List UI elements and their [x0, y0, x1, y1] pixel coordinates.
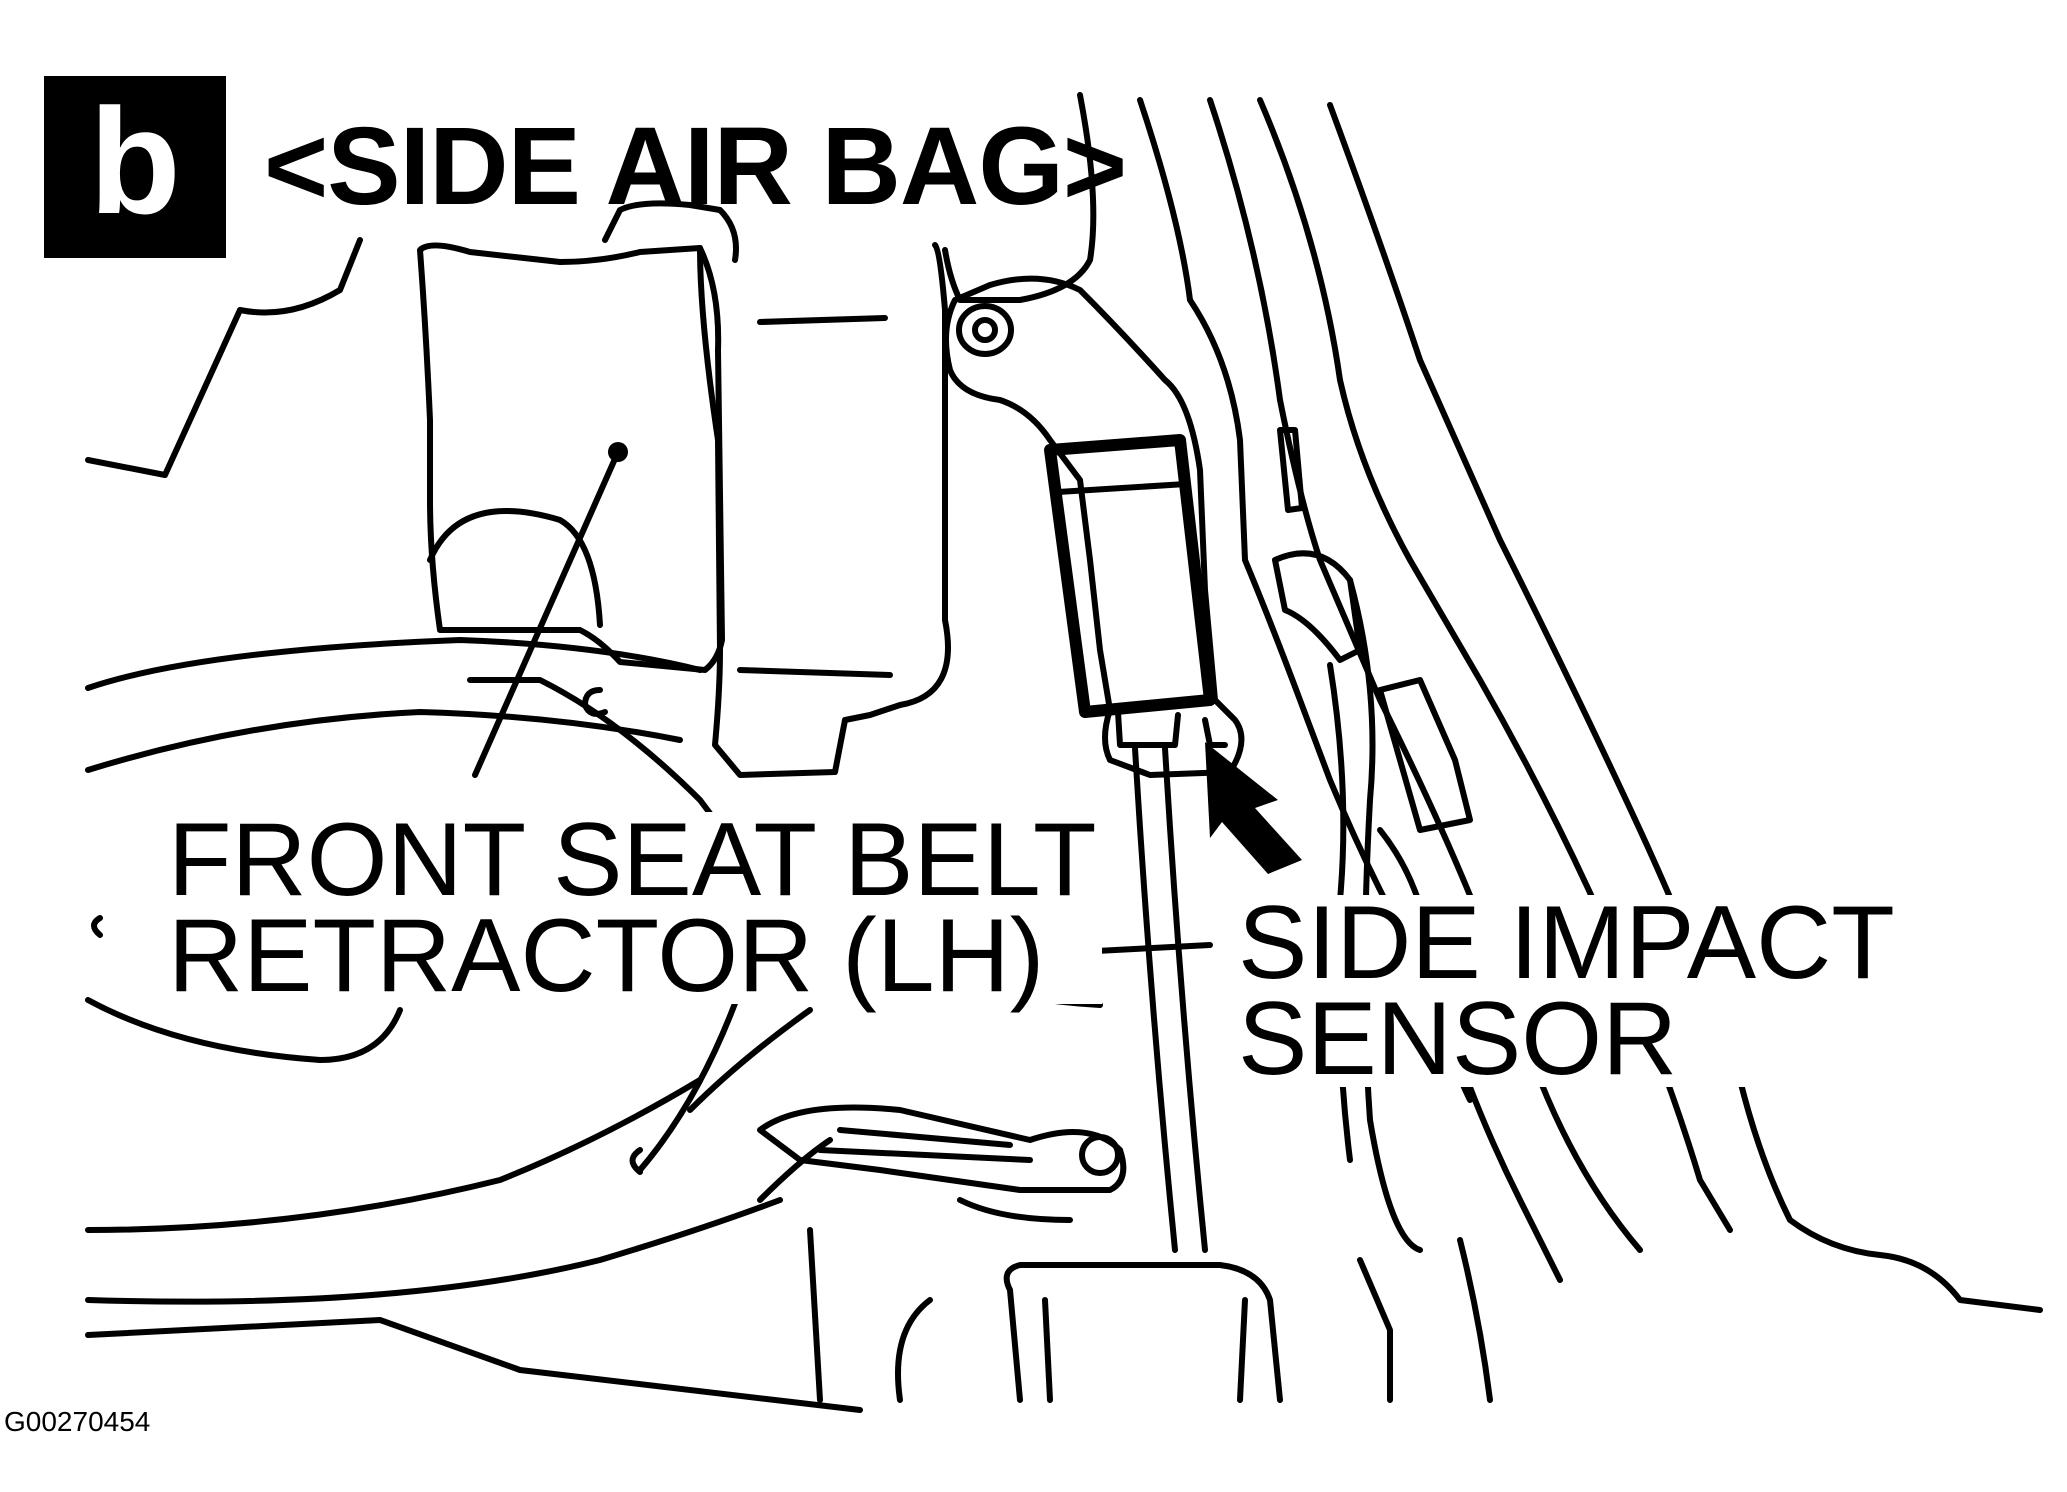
lower-pillar-d — [895, 1297, 933, 1403]
bracket-bolt — [972, 317, 998, 343]
retractor-leader-line — [472, 449, 621, 778]
pillar-line-a — [942, 92, 1097, 303]
retractor-leader-dot — [608, 442, 628, 462]
retractor-bracket — [602, 200, 739, 263]
side-impact-sensor-body — [1044, 434, 1216, 718]
lower-harness-b — [817, 1147, 1033, 1163]
clip-3 — [629, 1147, 643, 1175]
sensor-tab — [1202, 717, 1228, 748]
figure-id: G00270454 — [4, 1406, 151, 1437]
sensor-bracket — [943, 275, 1245, 778]
bracket-bolt-hole — [956, 303, 1014, 357]
floor-arc-5 — [85, 1197, 783, 1305]
floor-arc-6 — [85, 1317, 863, 1413]
lower-housing — [1003, 1262, 1283, 1403]
clip-2 — [91, 915, 103, 938]
lower-housing-rib-2 — [1237, 1297, 1248, 1403]
floor-arc-1 — [85, 637, 703, 691]
upper-panel-edge — [85, 237, 363, 478]
lower-harness-e — [757, 1137, 833, 1203]
sensor-top-band — [1055, 481, 1189, 495]
sensor-callout-line1: SIDE IMPACT — [1238, 885, 1895, 1001]
retractor-outer-shell — [697, 242, 951, 778]
diagram-title: <SIDE AIR BAG> — [264, 105, 1127, 228]
clip-1 — [582, 687, 608, 717]
sensor-harness-right — [1162, 745, 1208, 1253]
lower-housing-rib — [1042, 1297, 1053, 1403]
retractor-callout-line2: RETRACTOR (LH) — [168, 898, 1045, 1014]
retractor-slot-lower — [737, 667, 893, 678]
sensor-connector — [1115, 709, 1181, 748]
lower-harness-c — [837, 1127, 1013, 1148]
retractor-housing — [417, 242, 725, 673]
lower-pillar-b — [1457, 1237, 1493, 1403]
section-badge: b — [44, 76, 226, 258]
retractor-slot — [757, 315, 888, 325]
retractor-callout-line1: FRONT SEAT BELT — [168, 802, 1097, 918]
floor-arc-3 — [85, 997, 403, 1063]
retractor-inner-curve — [427, 508, 603, 628]
floor-arc-4 — [85, 1077, 703, 1233]
sensor-harness-left — [1132, 745, 1178, 1253]
sensor-callout-line2: SENSOR — [1238, 981, 1678, 1097]
lower-curve — [957, 1197, 1073, 1223]
lower-harness-d — [687, 1007, 813, 1113]
lower-pillar-a — [1357, 1257, 1393, 1403]
lower-pillar-c — [807, 1227, 823, 1403]
pillar-slot — [1277, 427, 1305, 513]
sensor-pointer-arrow — [1205, 742, 1302, 874]
sensor-callout: SIDE IMPACT SENSOR — [1232, 885, 1901, 1097]
harness-terminal — [1079, 1134, 1121, 1176]
retractor-callout: FRONT SEAT BELT RETRACTOR (LH) — [162, 802, 1103, 1014]
floor-arc-2 — [85, 709, 683, 773]
right-harness-a — [1272, 550, 1363, 663]
right-harness-clip — [1377, 677, 1473, 833]
